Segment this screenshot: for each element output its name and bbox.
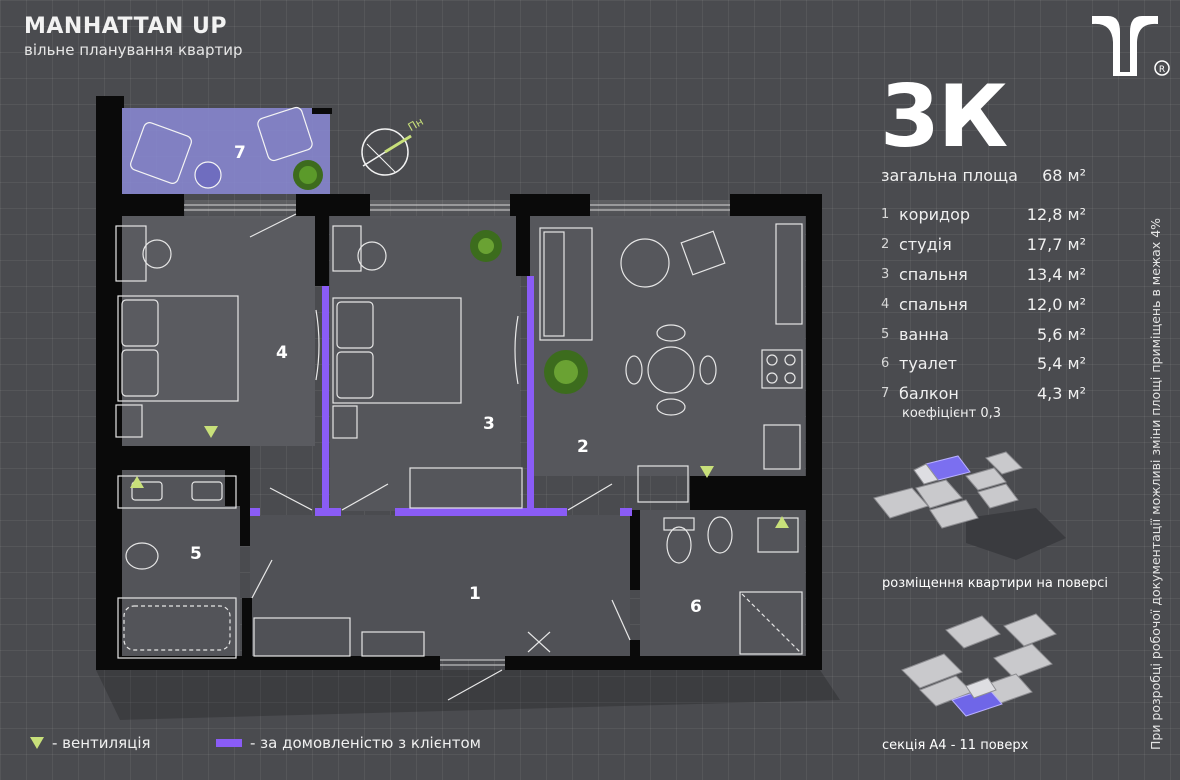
logo-icon: R — [1092, 16, 1170, 76]
room-name: студія — [899, 235, 952, 255]
room-num: 4 — [881, 296, 890, 312]
legend-agreement: - за домовленістю з клієнтом — [216, 734, 481, 752]
legend-agreement-label: - за домовленістю з клієнтом — [250, 734, 481, 752]
total-area-row: загальна площа 68 м² — [881, 166, 1086, 185]
furniture — [115, 223, 803, 659]
room-list: 1 коридор 12,8 м² 2 студія 17,7 м² 3 спальня 1… — [881, 200, 1086, 409]
room-area: 12,8 м² — [1026, 205, 1086, 225]
plant-icon — [470, 230, 588, 394]
room-num: 1 — [881, 207, 890, 223]
room-name: спальня — [899, 294, 968, 314]
brand: MANHATTAN UP вільне планування квартир — [24, 14, 243, 59]
legend-ventilation-label: - вентиляція — [52, 734, 151, 752]
room-name: спальня — [899, 264, 968, 284]
room-name: коридор — [899, 205, 971, 225]
list-item: 2 студія 17,7 м² — [881, 230, 1086, 260]
purple-bar-icon — [216, 739, 242, 747]
room-name: ванна — [899, 324, 949, 344]
room-number: 3 — [483, 414, 495, 434]
ventilation-markers — [130, 426, 789, 528]
room-area: 17,7 м² — [1026, 235, 1086, 255]
brand-name: MANHATTAN UP — [24, 14, 227, 39]
room-num: 7 — [881, 386, 890, 402]
apartment-type: 3К — [880, 67, 1008, 167]
room-area: 5,6 м² — [1036, 324, 1086, 344]
room-number: 5 — [190, 544, 202, 564]
vent-triangle-icon — [30, 737, 44, 749]
side-note: При розробці робочої документації можлив… — [1148, 217, 1163, 750]
list-item: 4 спальня 12,0 м² — [881, 289, 1086, 319]
purple-partitions — [250, 276, 632, 516]
list-item: 1 коридор 12,8 м² — [881, 200, 1086, 230]
compass-icon — [361, 128, 412, 176]
room-number: 2 — [577, 437, 589, 457]
room-num: 5 — [881, 326, 890, 342]
total-area-label: загальна площа — [881, 166, 1018, 185]
room-name: туалет — [899, 354, 957, 374]
room-area: 5,4 м² — [1036, 354, 1086, 374]
room-area: 4,3 м² — [1036, 384, 1086, 404]
room-num: 3 — [881, 266, 890, 282]
brand-subtitle: вільне планування квартир — [24, 41, 243, 59]
room-number: 1 — [469, 584, 481, 604]
room-num: 2 — [881, 237, 890, 253]
room-num: 6 — [881, 356, 890, 372]
room-number: 4 — [276, 343, 288, 363]
floor-plan — [96, 96, 840, 720]
room-area: 12,0 м² — [1026, 294, 1086, 314]
room-number: 6 — [690, 597, 702, 617]
floor-caption: розміщення квартири на поверсі — [882, 576, 1109, 591]
total-area-value: 68 м² — [1042, 166, 1086, 185]
list-item: 7 балкон 4,3 м² — [881, 379, 1086, 409]
room-name: балкон — [899, 384, 959, 404]
legend-ventilation: - вентиляція — [30, 734, 151, 752]
section-map — [901, 613, 1057, 717]
room-number: 7 — [234, 143, 246, 163]
section-caption: секція А4 - 11 поверх — [882, 738, 1029, 753]
list-item: 3 спальня 13,4 м² — [881, 260, 1086, 290]
svg-text:R: R — [1159, 65, 1165, 75]
list-item: 6 туалет 5,4 м² — [881, 349, 1086, 379]
floor-placement-map — [873, 451, 1066, 560]
coefficient: коефіцієнт 0,3 — [902, 406, 1002, 421]
room-area: 13,4 м² — [1026, 264, 1086, 284]
list-item: 5 ванна 5,6 м² — [881, 319, 1086, 349]
